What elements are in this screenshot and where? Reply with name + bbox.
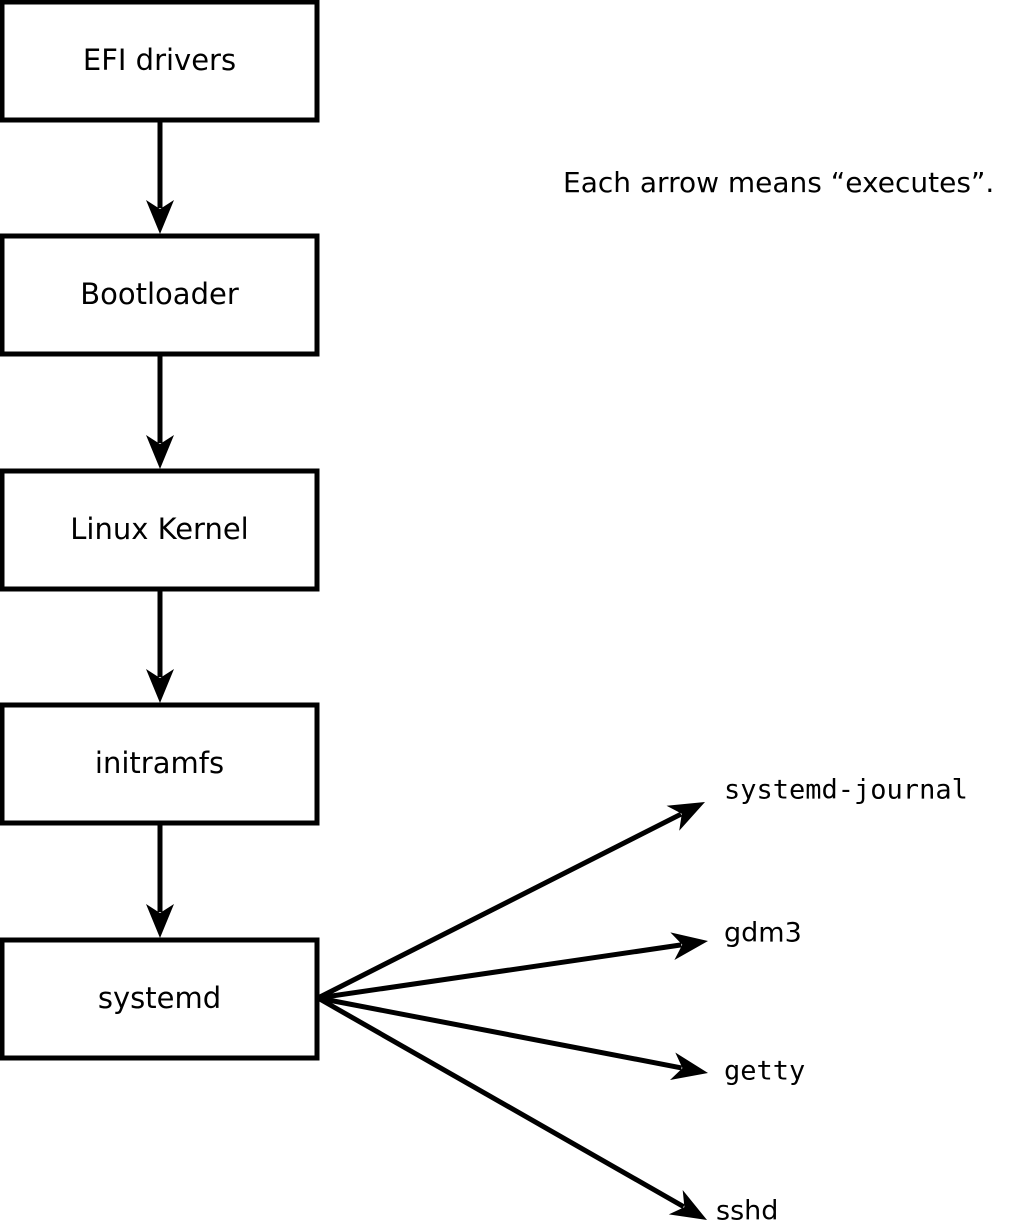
fan-edges-layer xyxy=(316,802,708,1220)
child-process-labels-layer: systemd-journal gdm3 getty sshd xyxy=(716,775,968,1227)
arrow-shaft xyxy=(316,995,685,1209)
diagram-caption: Each arrow means “executes”. xyxy=(563,166,994,199)
arrow-head xyxy=(670,1052,708,1080)
node-box-linux-kernel xyxy=(0,468,320,592)
arrow-head xyxy=(668,1189,707,1220)
process-node-linux-kernel[interactable]: Linux Kernel xyxy=(0,468,320,592)
chain-edges-layer xyxy=(146,120,174,938)
arrow-head xyxy=(666,802,705,831)
node-box-efi-drivers xyxy=(0,0,320,123)
arrow-efi-to-bootloader xyxy=(146,120,174,234)
node-label-linux-kernel: Linux Kernel xyxy=(70,512,248,546)
process-node-bootloader[interactable]: Bootloader xyxy=(0,233,320,357)
arrow-systemd-to-systemd-journal xyxy=(316,802,705,1001)
arrow-bootloader-to-kernel xyxy=(146,354,174,469)
node-label-systemd: systemd xyxy=(98,981,221,1015)
process-node-systemd[interactable]: systemd xyxy=(0,937,320,1061)
node-box-bootloader xyxy=(0,233,320,357)
node-label-initramfs: initramfs xyxy=(95,746,224,780)
child-process-label-gdm3: gdm3 xyxy=(724,918,802,949)
child-process-label-sshd: sshd xyxy=(716,1196,778,1227)
child-process-label-systemd-journal: systemd-journal xyxy=(724,775,968,806)
arrow-kernel-to-initramfs xyxy=(146,589,174,703)
node-label-efi-drivers: EFI drivers xyxy=(83,43,236,77)
arrow-shaft xyxy=(317,995,682,1071)
process-node-initramfs[interactable]: initramfs xyxy=(0,702,320,826)
arrow-head xyxy=(670,932,708,961)
arrow-systemd-to-sshd xyxy=(316,995,707,1220)
arrow-head xyxy=(146,200,174,234)
process-node-efi-drivers[interactable]: EFI drivers xyxy=(0,0,320,123)
arrow-shaft xyxy=(317,942,682,1001)
node-box-systemd xyxy=(0,937,320,1061)
arrow-head xyxy=(146,904,174,938)
node-label-bootloader: Bootloader xyxy=(80,277,239,311)
arrow-systemd-to-getty xyxy=(317,995,708,1080)
arrow-head xyxy=(146,669,174,703)
arrow-systemd-to-gdm3 xyxy=(317,932,708,1001)
arrow-initramfs-to-systemd xyxy=(146,823,174,938)
arrow-shaft xyxy=(316,811,683,1001)
child-process-label-getty: getty xyxy=(724,1056,805,1087)
node-box-initramfs xyxy=(0,702,320,826)
arrow-head xyxy=(146,435,174,469)
